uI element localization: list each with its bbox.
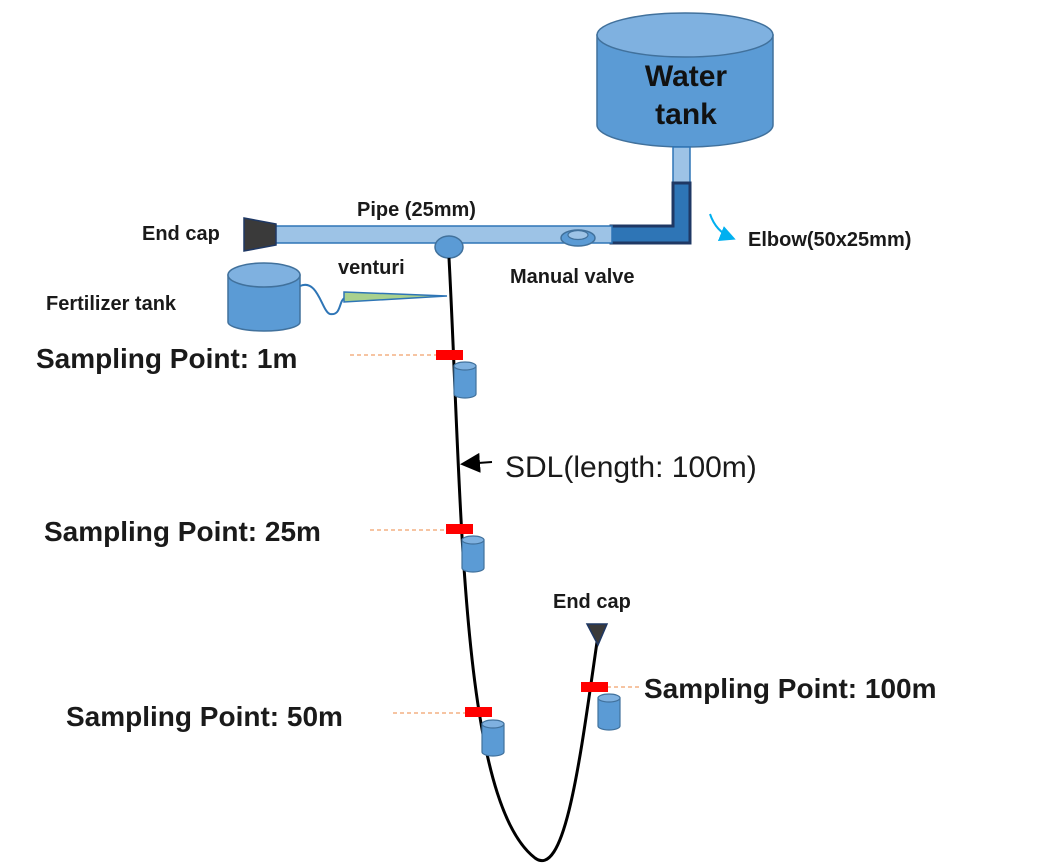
fertilizer-hose <box>299 283 347 316</box>
sampling-100m-collector <box>597 693 621 731</box>
venturi-junction <box>434 235 464 259</box>
sampling-1m-collector <box>453 361 477 399</box>
water-tank-label-line2: tank <box>655 98 717 131</box>
venturi-injector <box>343 291 448 303</box>
manual-valve <box>560 229 596 247</box>
venturi-label: venturi <box>338 257 405 279</box>
sdl-pointer-arrow <box>460 452 493 473</box>
sampling-25m-marker <box>446 524 473 534</box>
sampling-1m-marker <box>436 350 463 360</box>
water-tank-label-line1: Water <box>645 60 728 93</box>
tank-riser-pipe <box>672 146 691 186</box>
sampling-50m-collector <box>481 719 505 757</box>
main-end-cap <box>243 217 277 252</box>
water-tank <box>596 12 774 148</box>
sampling-point-50m-label: Sampling Point: 50m <box>66 701 343 732</box>
sampling-100m-marker <box>581 682 608 692</box>
sdl-label: SDL(length: 100m) <box>505 451 757 484</box>
main-end-cap-label: End cap <box>142 223 220 245</box>
sdl-end-cap <box>585 623 609 647</box>
sdl-end-cap-label: End cap <box>553 591 631 613</box>
manual-valve-label: Manual valve <box>510 266 635 288</box>
sampling-point-100m-label: Sampling Point: 100m <box>644 673 937 704</box>
sampling-point-1m-label: Sampling Point: 1m <box>36 343 297 374</box>
sampling-25m-collector <box>461 535 485 573</box>
fertilizer-tank-label: Fertilizer tank <box>46 293 177 315</box>
sdl-lateral-line <box>447 257 599 862</box>
elbow-label: Elbow(50x25mm) <box>748 229 911 251</box>
elbow-pointer-arrow <box>709 213 736 241</box>
sampling-50m-marker <box>465 707 492 717</box>
fertilizer-tank <box>227 262 301 332</box>
pipe-label: Pipe (25mm) <box>357 199 476 221</box>
sampling-point-25m-label: Sampling Point: 25m <box>44 516 321 547</box>
elbow-fitting <box>609 181 692 245</box>
